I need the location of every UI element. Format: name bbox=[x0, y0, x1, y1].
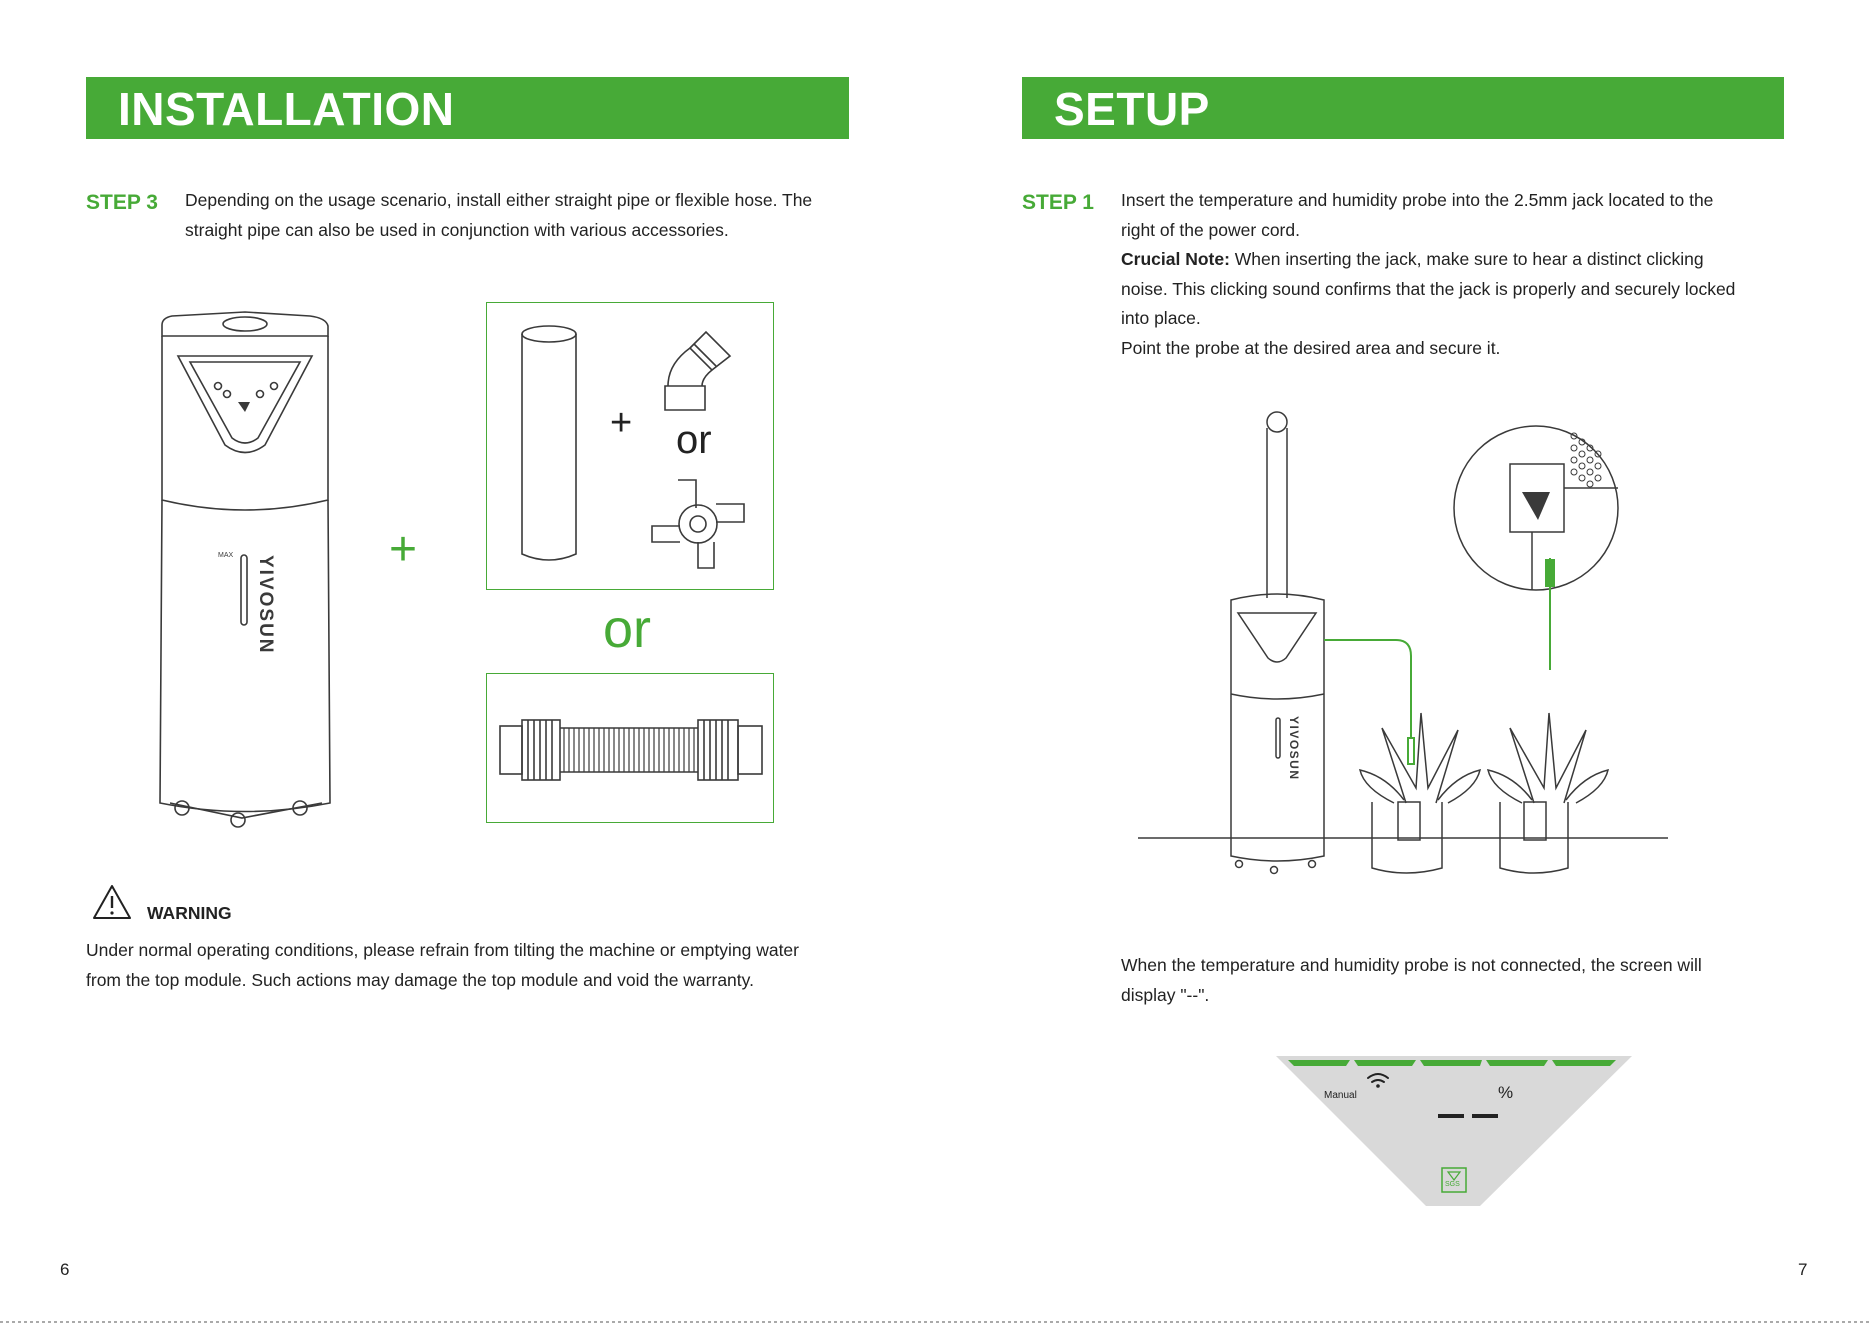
crucial-note-line-2: noise. This clicking sound confirms that… bbox=[1121, 278, 1736, 299]
setup-banner: SETUP bbox=[1022, 77, 1784, 139]
step-1-line-2: right of the power cord. bbox=[1121, 219, 1300, 240]
step-1-line-1: Insert the temperature and humidity prob… bbox=[1121, 190, 1714, 210]
straight-pipe-icon bbox=[521, 325, 577, 561]
accessory-box bbox=[486, 302, 774, 590]
warning-line-2: from the top module. Such actions may da… bbox=[86, 969, 754, 990]
elbow-connector-icon bbox=[664, 330, 732, 411]
setup-title: SETUP bbox=[1054, 83, 1210, 135]
display-note-line-1: When the temperature and humidity probe … bbox=[1121, 955, 1702, 975]
step-3-line-1: Depending on the usage scenario, install… bbox=[185, 190, 813, 210]
humidifier-illustration: MAX YIVOSUN bbox=[159, 311, 331, 828]
warning-line-1: Under normal operating conditions, pleas… bbox=[86, 940, 799, 960]
crucial-note-label: Crucial Note: bbox=[1121, 249, 1230, 269]
step-1-text: Insert the temperature and humidity prob… bbox=[1121, 186, 1801, 363]
big-or-text: or bbox=[603, 599, 652, 659]
setup-device-brand-text: YIVOSUN bbox=[1287, 716, 1301, 781]
step-3-label: STEP 3 bbox=[86, 191, 158, 214]
panel-badge-label: SGS bbox=[1445, 1181, 1460, 1188]
installation-banner: INSTALLATION bbox=[86, 77, 849, 139]
sgs-badge-icon bbox=[1446, 1171, 1462, 1181]
flexible-hose-icon bbox=[499, 719, 763, 781]
page-number-left: 6 bbox=[60, 1260, 70, 1279]
panel-reading: – – bbox=[1438, 1160, 1441, 1162]
device-brand-text: YIVOSUN bbox=[255, 555, 276, 655]
step-1-label: STEP 1 bbox=[1022, 191, 1094, 214]
step-1-line-last: Point the probe at the desired area and … bbox=[1121, 337, 1501, 358]
device-logo-icon bbox=[238, 402, 250, 412]
crucial-note-line-1: When inserting the jack, make sure to he… bbox=[1229, 249, 1704, 269]
flexible-hose-box bbox=[486, 673, 774, 823]
inner-plus-sign: + bbox=[610, 402, 633, 444]
warning-icon bbox=[93, 885, 131, 919]
panel-mode-label: Manual bbox=[1324, 1090, 1357, 1101]
fan-accessory-icon bbox=[651, 479, 745, 569]
plus-sign: + bbox=[389, 523, 418, 576]
page-number-right: 7 bbox=[1798, 1260, 1808, 1279]
display-note: When the temperature and humidity probe … bbox=[1121, 951, 1801, 1010]
panel-unit: % bbox=[1498, 1083, 1514, 1102]
warning-title: WARNING bbox=[147, 903, 232, 923]
installation-title: INSTALLATION bbox=[118, 83, 455, 135]
magnified-logo-icon bbox=[1522, 492, 1550, 520]
control-panel-display bbox=[1276, 1056, 1632, 1206]
step-3-text: Depending on the usage scenario, install… bbox=[185, 186, 865, 245]
inner-or-text: or bbox=[676, 418, 712, 462]
bottom-border bbox=[0, 1321, 1872, 1323]
wifi-icon bbox=[1367, 1073, 1389, 1083]
probe-setup-illustration: YIVOSUN bbox=[1138, 411, 1668, 875]
device-max-mark: MAX bbox=[218, 552, 234, 559]
crucial-note-line-3: into place. bbox=[1121, 308, 1201, 328]
warning-text: Under normal operating conditions, pleas… bbox=[86, 936, 866, 995]
step-3-line-2: straight pipe can also be used in conjun… bbox=[185, 219, 729, 240]
display-note-line-2: display "--". bbox=[1121, 984, 1210, 1005]
crucial-note: Crucial Note: When inserting the jack, m… bbox=[1121, 245, 1801, 275]
